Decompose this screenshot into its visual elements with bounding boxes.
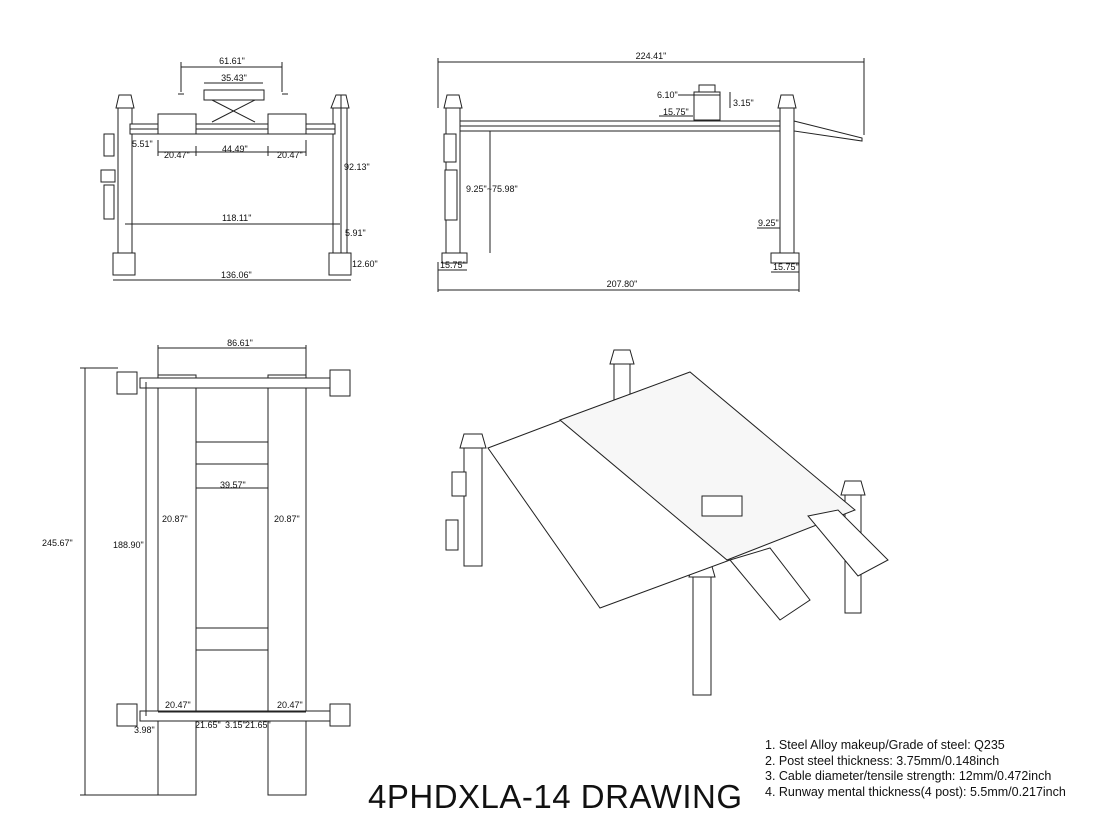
side-dim-6-10: 6.10" <box>657 90 678 100</box>
side-dim-207: 207.80" <box>607 279 638 289</box>
top-dim-20-87-right: 20.87" <box>274 514 300 524</box>
side-dim-15-75-top: 15.75" <box>663 107 689 117</box>
side-dim-224: 224.41" <box>636 51 667 61</box>
spec-note: 3. Cable diameter/tensile strength: 12mm… <box>765 769 1052 783</box>
spec-note: 2. Post steel thickness: 3.75mm/0.148inc… <box>765 753 1000 768</box>
top-view-labels: 86.61" 245.67" 188.90" 39.57" 20.87" 20.… <box>42 338 303 735</box>
front-dim-61: 61.61" <box>219 56 245 66</box>
front-dim-20-47-right: 20.47" <box>277 150 303 160</box>
top-dim-39: 39.57" <box>220 480 246 490</box>
side-dim-9-25: 9.25" <box>758 218 779 228</box>
front-dim-136: 136.06" <box>221 270 252 280</box>
isometric-view <box>445 349 889 696</box>
side-view-labels: 224.41" 6.10" 3.15" 15.75" 9.25"~75.98" … <box>440 51 799 289</box>
top-dim-245: 245.67" <box>42 538 73 548</box>
front-dim-92: 92.13" <box>344 162 370 172</box>
top-dim-3-98: 3.98" <box>134 725 155 735</box>
front-view <box>100 62 352 281</box>
front-dim-118: 118.11" <box>222 213 251 223</box>
top-dim-21-65-right: 21.65" <box>245 720 271 730</box>
top-dim-86: 86.61" <box>227 338 253 348</box>
front-dim-5-51: 5.51" <box>132 139 153 149</box>
top-view <box>80 345 351 796</box>
top-dim-3-15: 3.15" <box>225 720 246 730</box>
drawing-title: 4PHDXLA-14 DRAWING <box>368 778 743 815</box>
front-dim-5-91: 5.91" <box>345 228 366 238</box>
front-dim-44: 44.49" <box>222 144 248 154</box>
top-dim-188: 188.90" <box>113 540 144 550</box>
front-dim-20-47-left: 20.47" <box>164 150 190 160</box>
top-dim-20-47-left: 20.47" <box>165 700 191 710</box>
front-dim-35: 35.43" <box>221 73 247 83</box>
spec-note: 4. Runway mental thickness(4 post): 5.5m… <box>765 784 1066 799</box>
top-dim-20-87-left: 20.87" <box>162 514 188 524</box>
top-dim-21-65-left: 21.65" <box>195 720 221 730</box>
spec-notes: 1. Steel Alloy makeup/Grade of steel: Q2… <box>765 738 1066 800</box>
side-dim-3-15: 3.15" <box>733 98 754 108</box>
front-view-labels: 61.61" 35.43" 5.51" 20.47" 44.49" 20.47"… <box>132 56 378 280</box>
side-dim-lift-range: 9.25"~75.98" <box>466 184 518 194</box>
spec-note: 1. Steel Alloy makeup/Grade of steel: Q2… <box>765 738 1005 752</box>
front-dim-12-60: 12.60" <box>352 259 378 269</box>
side-dim-15-75-right: 15.75" <box>773 262 799 272</box>
top-dim-20-47-right: 20.47" <box>277 700 303 710</box>
side-view <box>437 58 865 292</box>
side-dim-15-75-left: 15.75" <box>440 260 466 270</box>
